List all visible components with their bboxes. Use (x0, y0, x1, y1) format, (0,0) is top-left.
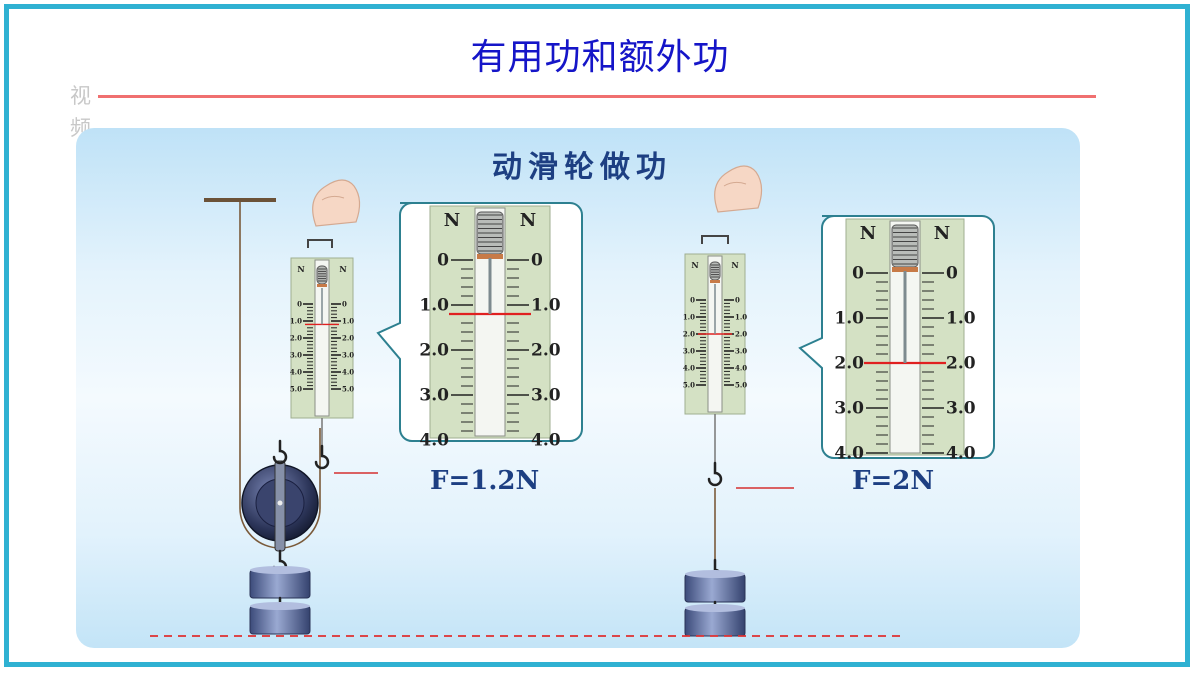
hook-icon (707, 461, 723, 487)
scale-tick-label: 2.0 (290, 333, 302, 342)
spring-cap (317, 284, 327, 287)
hand-icon (723, 181, 747, 187)
scale-tick-label: 0 (437, 251, 449, 271)
unit-label: N (444, 210, 460, 231)
pulley-scene: 0 0 1.0 1.0 2.0 2.0 3.0 3.0 4.0 4.0 5.0 5.0 N N 0 0 1.0 1… (150, 165, 995, 637)
scale-tick-label: 4.0 (531, 431, 561, 451)
scale-slot (314, 259, 330, 417)
scale-tick-label: 1.0 (834, 309, 864, 329)
weight-block (249, 605, 311, 635)
scale-tick-label: 4.0 (290, 367, 302, 376)
hook-icon (272, 439, 288, 465)
scale-tick-label: 4.0 (735, 363, 747, 372)
unit-label: N (297, 264, 304, 274)
scale-tick-label: 5.0 (290, 384, 302, 393)
scale-tick-label: 4.0 (946, 444, 976, 464)
scale-tick-label: 0 (735, 295, 740, 304)
unit-label: N (339, 264, 346, 274)
spring-cap (477, 254, 503, 259)
scale-tick-label: 1.0 (683, 312, 695, 321)
unit-label: N (731, 260, 738, 270)
scale-tick-label: 1.0 (342, 316, 354, 325)
scale-tick-label: 3.0 (834, 399, 864, 419)
hand-icon (714, 165, 763, 213)
scale-tick-label: 4.0 (342, 367, 354, 376)
spring-cap (892, 267, 918, 272)
spring-cap (710, 280, 720, 283)
slide-frame (4, 4, 1190, 667)
scale-tick-label: 2.0 (531, 341, 561, 361)
weight-block (249, 569, 311, 599)
hook-icon (314, 444, 330, 470)
unit-label: N (691, 260, 698, 270)
scale-tick-label: 1.0 (419, 296, 449, 316)
illustration-panel: 0 0 1.0 1.0 2.0 2.0 3.0 3.0 4.0 4.0 5.0 5.0 N N 0 0 1.0 1… (76, 128, 1080, 648)
scale-tick-label: 5.0 (342, 384, 354, 393)
panel-title: 动滑轮做功 (492, 150, 672, 185)
scale-tick-label: 2.0 (683, 329, 695, 338)
right-setup: 0 0 1.0 1.0 2.0 2.0 3.0 3.0 4.0 4.0 5.0 5.0 N N 0 0 1.0 1… (683, 165, 995, 637)
scale-tick-label: 1.0 (735, 312, 747, 321)
scale-tick-label: 3.0 (946, 399, 976, 419)
hand-icon (312, 179, 361, 227)
scale-tick-label: 0 (852, 264, 864, 284)
scale-tick-label: 4.0 (834, 444, 864, 464)
scale-tick-label: 5.0 (735, 380, 747, 389)
hand-icon (321, 195, 345, 201)
scale-tick-label: 3.0 (290, 350, 302, 359)
support-bar (204, 198, 276, 202)
unit-label: N (520, 210, 536, 231)
scale-tick-label: 0 (342, 299, 347, 308)
title-divider (98, 95, 1096, 98)
unit-label: N (860, 223, 876, 244)
scale-tick-label: 1.0 (290, 316, 302, 325)
weight-top (250, 566, 310, 574)
weight-block (684, 607, 746, 637)
scale-tick-label: 3.0 (419, 386, 449, 406)
scale-tick-label: 3.0 (342, 350, 354, 359)
scale-tick-label: 0 (531, 251, 543, 271)
scale-tick-label: 1.0 (531, 296, 561, 316)
weight-top (250, 602, 310, 610)
scale-tick-label: 2.0 (946, 354, 976, 374)
scale-tick-label: 3.0 (683, 346, 695, 355)
left-setup: 0 0 1.0 1.0 2.0 2.0 3.0 3.0 4.0 4.0 5.0 5.0 N N 0 0 1.0 1… (204, 179, 583, 635)
scale-tick-label: 2.0 (735, 329, 747, 338)
scale-tick-label: 4.0 (683, 363, 695, 372)
scale-tick-label: 0 (297, 299, 302, 308)
unit-label: N (934, 223, 950, 244)
weight-block (684, 573, 746, 603)
force-label-left: F=1.2N (430, 466, 540, 496)
scale-ring (701, 235, 729, 244)
force-label-right: F=2N (852, 466, 935, 496)
scale-tick-label: 2.0 (834, 354, 864, 374)
scale-tick-label: 4.0 (419, 431, 449, 451)
scale-ring (307, 239, 333, 248)
weight-top (685, 570, 745, 578)
scale-tick-label: 2.0 (419, 341, 449, 361)
scale-tick-label: 3.0 (531, 386, 561, 406)
scale-tick-label: 3.0 (735, 346, 747, 355)
weight-top (685, 604, 745, 612)
page-title: 有用功和额外功 (470, 37, 730, 78)
scale-tick-label: 1.0 (946, 309, 976, 329)
scale-tick-label: 2.0 (342, 333, 354, 342)
scale-tick-label: 0 (690, 295, 695, 304)
pulley-axle (277, 500, 283, 506)
scale-tick-label: 5.0 (683, 380, 695, 389)
scale-tick-label: 0 (946, 264, 958, 284)
pulley-frame (274, 460, 286, 552)
